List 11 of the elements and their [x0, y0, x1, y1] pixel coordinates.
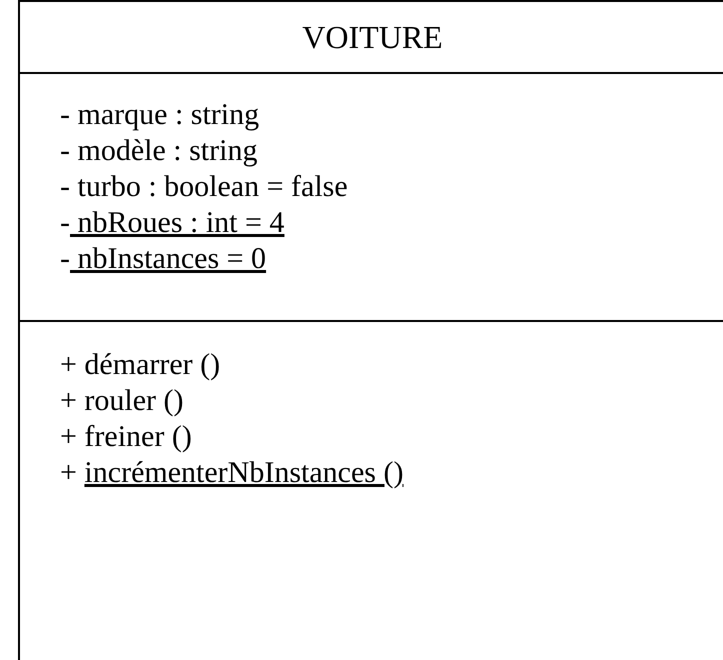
method-text: + freiner ()	[60, 420, 192, 454]
method-text: + rouler ()	[60, 384, 184, 418]
class-box	[18, 0, 723, 660]
method-text: + incrémenterNbInstances ()	[60, 456, 404, 490]
attribute-text: - turbo : boolean = false	[60, 170, 348, 204]
attribute-text: - marque : string	[60, 98, 260, 132]
method-text: + démarrer ()	[60, 348, 220, 382]
attribute-text: - nbRoues : int = 4	[60, 206, 284, 240]
attribute-text: - nbInstances = 0	[60, 242, 266, 276]
class-name: VOITURE	[301, 20, 444, 54]
attribute-text: - modèle : string	[60, 134, 258, 168]
